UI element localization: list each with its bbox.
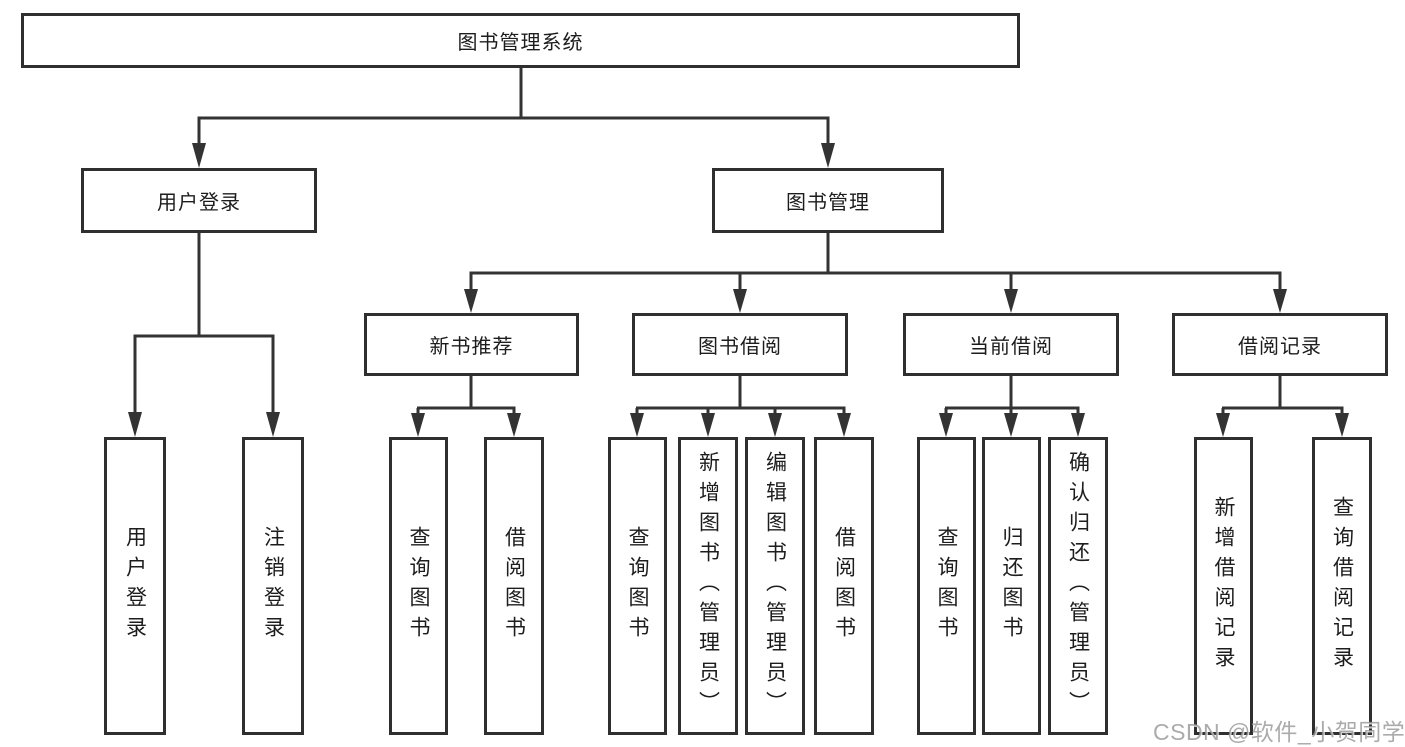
leaf-user-login: 用户登录 — [104, 437, 166, 735]
node-label: 图书借阅 — [698, 336, 782, 358]
node-label: 新书推荐 — [429, 336, 514, 358]
root-connectors — [192, 68, 835, 168]
borrow-records-connectors — [1216, 376, 1349, 437]
node-new-book-recommend: 新书推荐 — [364, 313, 579, 376]
book-management-connectors — [464, 233, 1287, 313]
node-label: 查询图书 — [935, 526, 958, 646]
arrowhead-icon — [1004, 289, 1018, 313]
leaf-logout: 注销登录 — [242, 437, 304, 735]
arrowhead-icon — [1071, 413, 1085, 437]
node-label: 注销登录 — [261, 526, 285, 646]
arrowhead-icon — [464, 289, 478, 313]
leaf-query-books-recommend: 查询图书 — [389, 437, 448, 735]
node-label: 借阅记录 — [1238, 336, 1322, 358]
user-login-connectors — [128, 233, 280, 437]
arrowhead-icon — [1004, 413, 1018, 437]
current-borrow-connectors — [939, 376, 1085, 437]
leaf-add-books-admin: 新增图书（管理员） — [678, 437, 738, 735]
node-label: 用户登录 — [157, 192, 241, 214]
node-book-management: 图书管理 — [712, 168, 944, 233]
node-current-borrow: 当前借阅 — [903, 313, 1119, 376]
arrowhead-icon — [192, 143, 206, 168]
node-label: 图书管理系统 — [457, 32, 584, 54]
node-label: 当前借阅 — [969, 336, 1053, 358]
node-label: 新增借阅记录 — [1212, 496, 1235, 676]
arrowhead-icon — [821, 143, 835, 168]
node-label: 借阅图书 — [832, 526, 856, 646]
node-label: 用户登录 — [123, 526, 147, 646]
leaf-confirm-return-admin: 确认归还（管理员） — [1048, 437, 1108, 735]
node-label: 查询图书 — [626, 526, 649, 646]
arrowhead-icon — [837, 413, 851, 437]
new-book-recommend-connectors — [411, 376, 521, 437]
node-library-management-system: 图书管理系统 — [21, 13, 1020, 68]
leaf-query-borrow-record: 查询借阅记录 — [1312, 437, 1372, 735]
arrowhead-icon — [630, 413, 644, 437]
node-label: 查询借阅记录 — [1330, 496, 1354, 676]
arrowhead-icon — [507, 413, 521, 437]
node-label: 借阅图书 — [502, 526, 526, 646]
arrowhead-icon — [1216, 413, 1230, 437]
node-user-login: 用户登录 — [81, 168, 317, 233]
arrowhead-icon — [128, 412, 142, 437]
node-label: 归还图书 — [1000, 526, 1023, 646]
node-book-borrow: 图书借阅 — [632, 313, 848, 376]
node-label: 编辑图书（管理员） — [763, 451, 787, 721]
node-label: 确认归还（管理员） — [1066, 451, 1090, 721]
arrowhead-icon — [266, 412, 280, 437]
leaf-borrow-books: 借阅图书 — [814, 437, 874, 735]
book-borrow-connectors — [630, 376, 851, 437]
arrowhead-icon — [701, 413, 715, 437]
arrowhead-icon — [939, 413, 953, 437]
arrowhead-icon — [411, 413, 425, 437]
node-borrow-records: 借阅记录 — [1172, 313, 1388, 376]
arrowhead-icon — [733, 289, 747, 313]
leaf-query-books-current: 查询图书 — [917, 437, 976, 735]
leaf-add-borrow-record: 新增借阅记录 — [1194, 437, 1253, 735]
leaf-return-books: 归还图书 — [982, 437, 1041, 735]
arrowhead-icon — [1273, 289, 1287, 313]
arrowhead-icon — [768, 413, 782, 437]
leaf-query-books-borrow: 查询图书 — [608, 437, 667, 735]
node-label: 查询图书 — [407, 526, 430, 646]
csdn-watermark: CSDN @软件_小贺同学 — [1153, 719, 1405, 745]
node-label: 图书管理 — [786, 192, 870, 214]
node-label: 新增图书（管理员） — [696, 451, 720, 721]
leaf-borrow-books-recommend: 借阅图书 — [484, 437, 544, 735]
leaf-edit-books-admin: 编辑图书（管理员） — [745, 437, 805, 735]
arrowhead-icon — [1335, 413, 1349, 437]
